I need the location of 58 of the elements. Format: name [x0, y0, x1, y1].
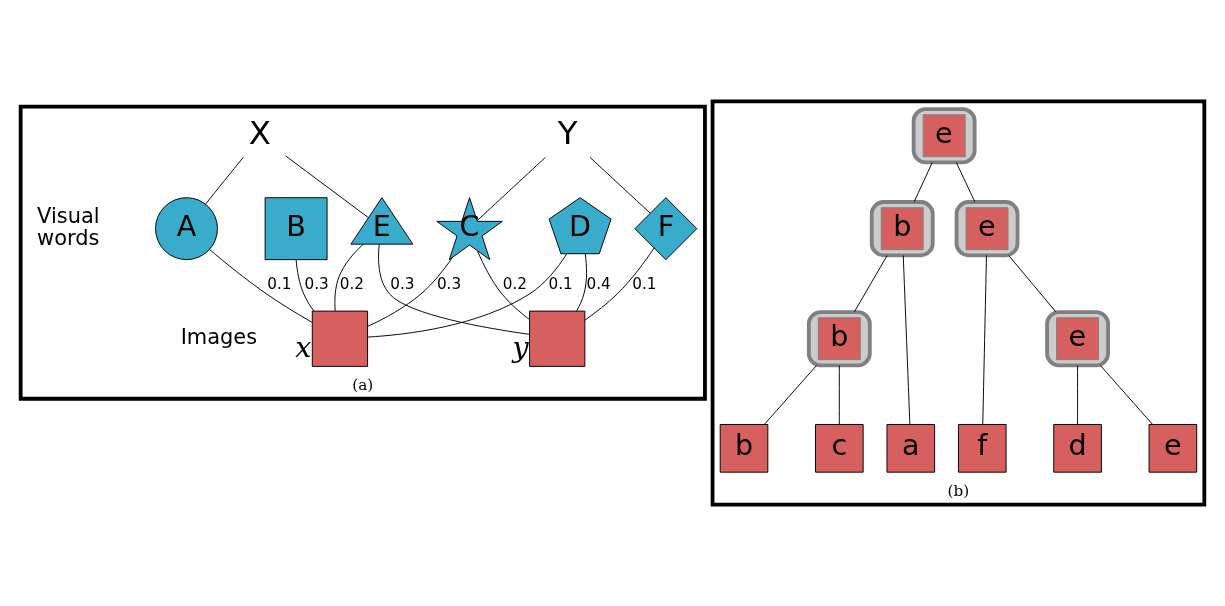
node-label: y	[512, 329, 529, 364]
node-box: b	[869, 200, 935, 258]
node-box: B	[264, 197, 328, 261]
connector	[584, 247, 655, 321]
connector	[367, 253, 568, 338]
connector	[1008, 255, 1057, 313]
edge-label: 0.4	[586, 274, 611, 293]
node-box: f	[957, 424, 1007, 473]
connector	[902, 254, 911, 425]
node-box: c	[815, 424, 864, 473]
connector	[1077, 365, 1079, 425]
node-box: e	[954, 200, 1020, 258]
edge-label: 0.1	[548, 274, 573, 293]
edge-label: 0.2	[339, 274, 364, 293]
connector	[589, 156, 651, 214]
connector	[854, 255, 888, 313]
connector	[982, 254, 987, 425]
connector	[838, 365, 840, 425]
label: Visual words	[37, 203, 100, 251]
connector	[476, 156, 546, 221]
node-label: x	[295, 329, 312, 364]
connector	[378, 243, 531, 335]
edge-label: 0.2	[502, 274, 527, 293]
node-diamond: F	[634, 197, 698, 261]
connector	[763, 365, 817, 425]
node-box	[529, 310, 586, 367]
connector	[913, 162, 933, 203]
node-label: (b)	[947, 481, 970, 500]
connector	[576, 253, 588, 312]
connector	[334, 244, 364, 312]
node-text: X	[248, 114, 271, 153]
connector	[209, 249, 313, 323]
node-box: e	[911, 107, 977, 165]
node-box: b	[806, 310, 872, 368]
node-label: (a)	[352, 376, 374, 395]
node-text: Y	[557, 114, 578, 153]
node-box: e	[1045, 310, 1110, 368]
connector	[285, 155, 369, 219]
connector	[205, 156, 244, 205]
node-box: d	[1053, 424, 1102, 473]
edge-label: 0.1	[632, 274, 657, 293]
node-box: e	[1148, 424, 1198, 473]
node-box: b	[719, 424, 769, 473]
connector	[477, 250, 531, 321]
label: Images	[180, 325, 258, 350]
connector	[1099, 365, 1153, 425]
connector	[955, 162, 976, 203]
cluster	[710, 99, 1207, 507]
node-box: a	[886, 424, 936, 473]
edge-label: 0.3	[436, 274, 462, 293]
edge-label: 0.1	[267, 274, 292, 293]
edge-label: 0.3	[304, 274, 329, 293]
connector	[367, 257, 453, 327]
edge-label: 0.3	[390, 274, 415, 293]
node-box	[311, 310, 369, 367]
node-circle: A	[155, 197, 218, 261]
connector	[295, 259, 315, 312]
cluster	[18, 104, 707, 401]
